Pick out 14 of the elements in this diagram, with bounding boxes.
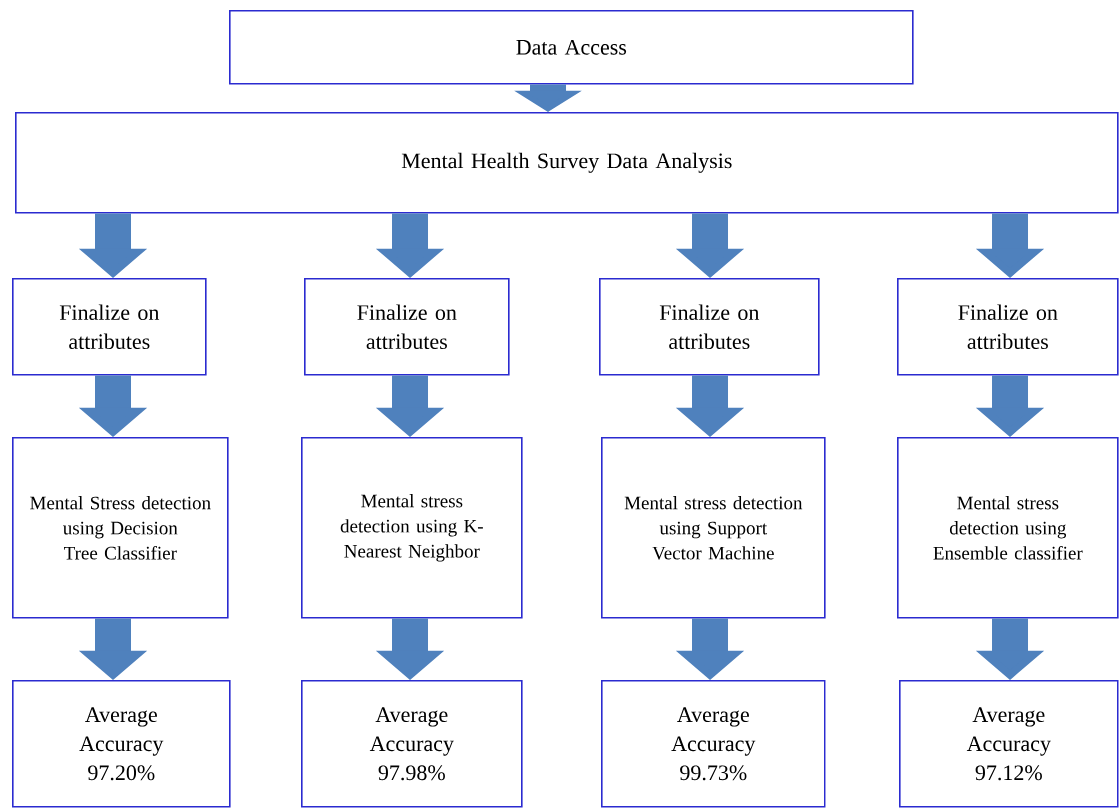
- result-box: Average Accuracy 97.12%: [899, 680, 1119, 808]
- process-box: Mental stress detection using Ensemble classifier: [897, 437, 1119, 619]
- process-box: Mental stress detection using Support Vector Machine: [601, 437, 826, 619]
- process-box: Finalize on attributes: [897, 278, 1119, 376]
- process-box: Finalize on attributes: [304, 278, 510, 376]
- result-box: Average Accuracy 97.20%: [12, 680, 231, 808]
- result-box: Average Accuracy 99.73%: [601, 680, 826, 808]
- process-box: Finalize on attributes: [12, 278, 207, 376]
- process-box: Mental stress detection using K-Nearest Neighbor: [301, 437, 523, 619]
- result-box: Average Accuracy 97.98%: [301, 680, 523, 808]
- process-box: Mental Health Survey Data Analysis: [15, 112, 1119, 214]
- process-box: Finalize on attributes: [599, 278, 820, 376]
- process-box: Mental Stress detection using Decision Tree Classifier: [12, 437, 229, 619]
- process-box: Data Access: [229, 10, 914, 85]
